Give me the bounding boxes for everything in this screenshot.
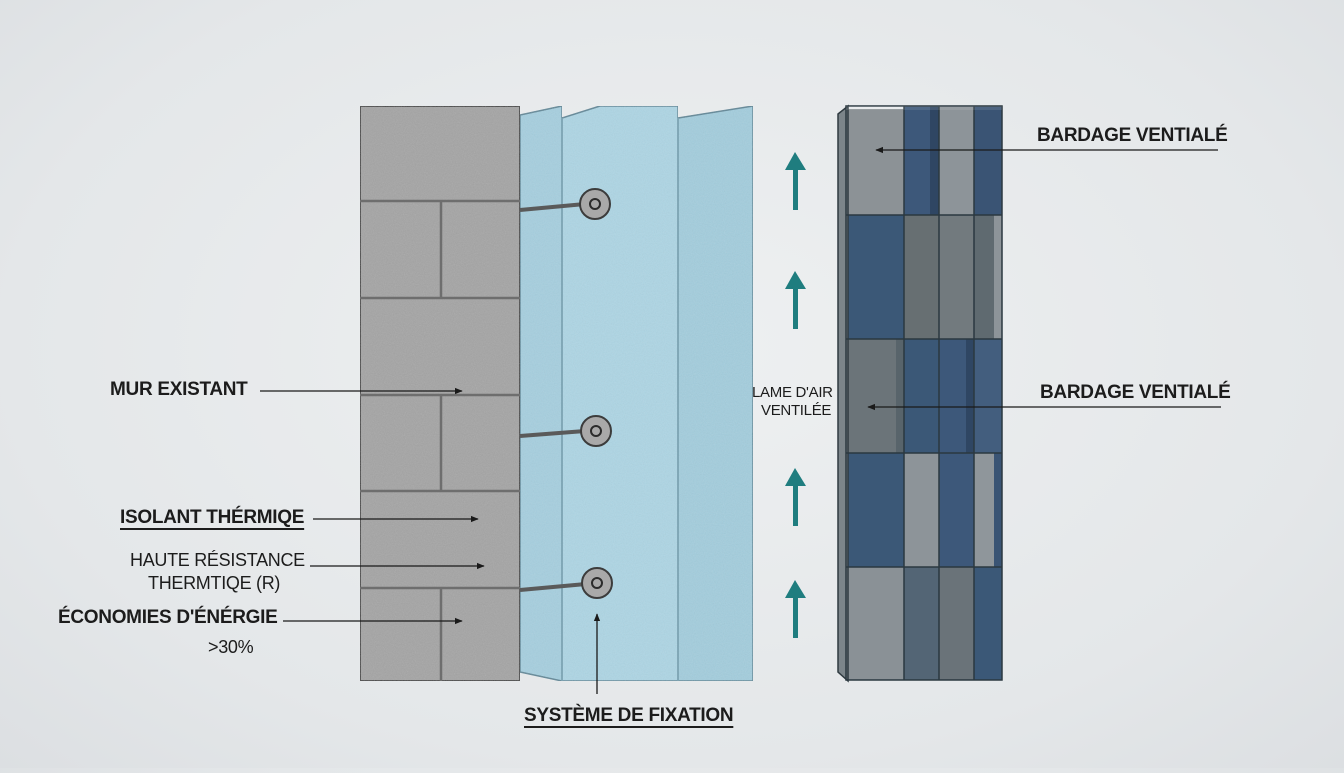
label-economies-value: >30% (208, 637, 254, 657)
label-bardage-ventile-top: BARDAGE VENTIALÉ (1037, 125, 1228, 146)
fixing-anchor-middle (519, 415, 612, 447)
air-up-arrow-icon (785, 580, 806, 638)
label-economies-energie: ÉCONOMIES D'ÉNÉRGIE (58, 607, 278, 628)
label-isolant-thermique: ISOLANT THÉRMIQE (120, 507, 305, 528)
air-up-arrow-icon (785, 468, 806, 526)
air-up-arrow-icon (785, 271, 806, 329)
wall-mortar-joints (360, 199, 520, 681)
leader-lines (260, 146, 1221, 694)
ventilated-cladding (837, 104, 1003, 683)
label-haute-resistance-line2: THERMTIQE (R) (148, 573, 281, 593)
label-systeme-fixation: SYSTÈME DE FIXATION (524, 705, 734, 726)
fixing-system (519, 188, 613, 599)
fixing-anchor-bottom (519, 567, 613, 599)
fixing-anchor-top (519, 188, 611, 220)
label-mur-existant: MUR EXISTANT (110, 379, 248, 400)
existing-wall (359, 105, 521, 682)
air-up-arrow-icon (785, 152, 806, 210)
label-lame-air-line1: LAME D'AIR (752, 384, 833, 401)
label-haute-resistance-line1: HAUTE RÉSISTANCE (130, 550, 305, 570)
air-flow-arrows (785, 152, 806, 638)
label-lame-air-line2: VENTILÉE (761, 402, 832, 419)
thermal-insulation (519, 105, 754, 682)
label-bardage-ventile-middle: BARDAGE VENTIALÉ (1040, 382, 1231, 403)
